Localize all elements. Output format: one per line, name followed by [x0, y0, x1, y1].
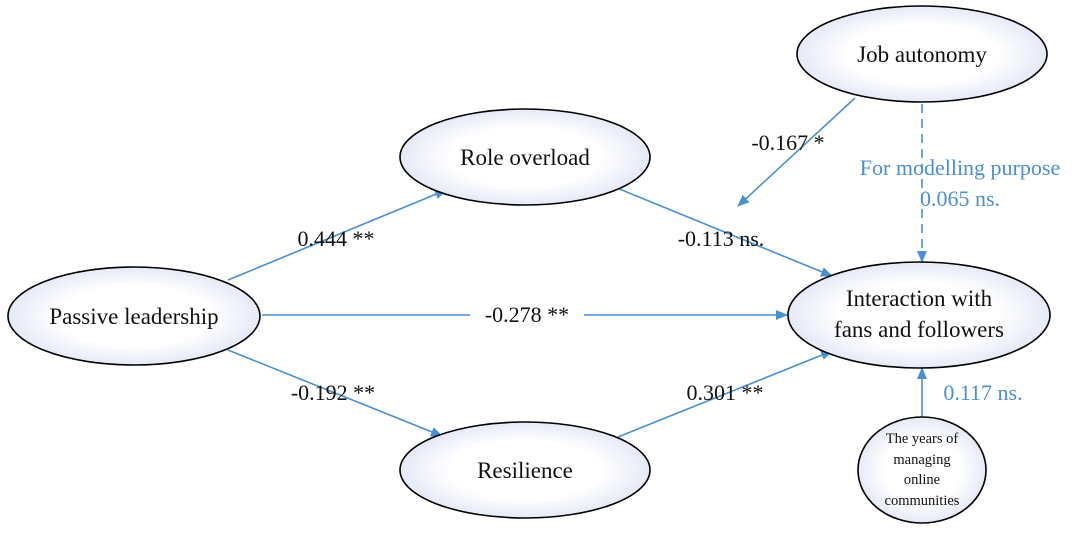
label-job-autonomy-value: 0.065 ns. [920, 186, 1000, 211]
node-resilience: Resilience [399, 421, 651, 519]
edge-resilience-to-interaction [617, 350, 833, 438]
node-label-line-2: fans and followers [834, 317, 1004, 342]
node-passive-leadership: Passive leadership [7, 266, 261, 366]
node-role-overload: Role overload [399, 108, 651, 206]
label-job-autonomy-purpose: For modelling purpose [860, 155, 1060, 180]
label-role-overload-to-interaction: -0.113 ns. [678, 226, 765, 251]
node-label-line-1: The years of [886, 431, 959, 447]
node-interaction: Interaction with fans and followers [787, 261, 1051, 369]
node-years-managing: The years of managing online communities [857, 416, 987, 524]
node-label: Passive leadership [49, 304, 218, 329]
node-label-line-4: communities [885, 493, 960, 509]
label-job-autonomy-moderation: -0.167 * [751, 130, 824, 155]
edge-labels: 0.444 ** -0.192 ** -0.278 ** -0.113 ns. … [291, 130, 1060, 405]
node-label: Job autonomy [857, 42, 987, 67]
label-resilience-to-interaction: 0.301 ** [687, 380, 764, 405]
node-label-line-1: Interaction with [846, 286, 993, 311]
node-job-autonomy: Job autonomy [796, 5, 1048, 103]
node-label-line-3: online [904, 472, 940, 488]
label-passive-to-role-overload: 0.444 ** [298, 226, 375, 251]
node-label: Role overload [460, 145, 590, 170]
edge-passive-to-role-overload [227, 189, 447, 281]
edge-passive-to-resilience [227, 349, 443, 437]
label-bg-passive-to-interaction [470, 300, 584, 328]
edge-role-overload-to-interaction [611, 185, 833, 277]
node-label-line-2: managing [893, 452, 950, 468]
label-years-to-interaction: 0.117 ns. [943, 380, 1022, 405]
node-label: Resilience [477, 458, 573, 483]
edge-job-autonomy-moderation [737, 97, 856, 207]
label-passive-to-interaction: -0.278 ** [485, 302, 569, 327]
label-passive-to-resilience: -0.192 ** [291, 380, 375, 405]
